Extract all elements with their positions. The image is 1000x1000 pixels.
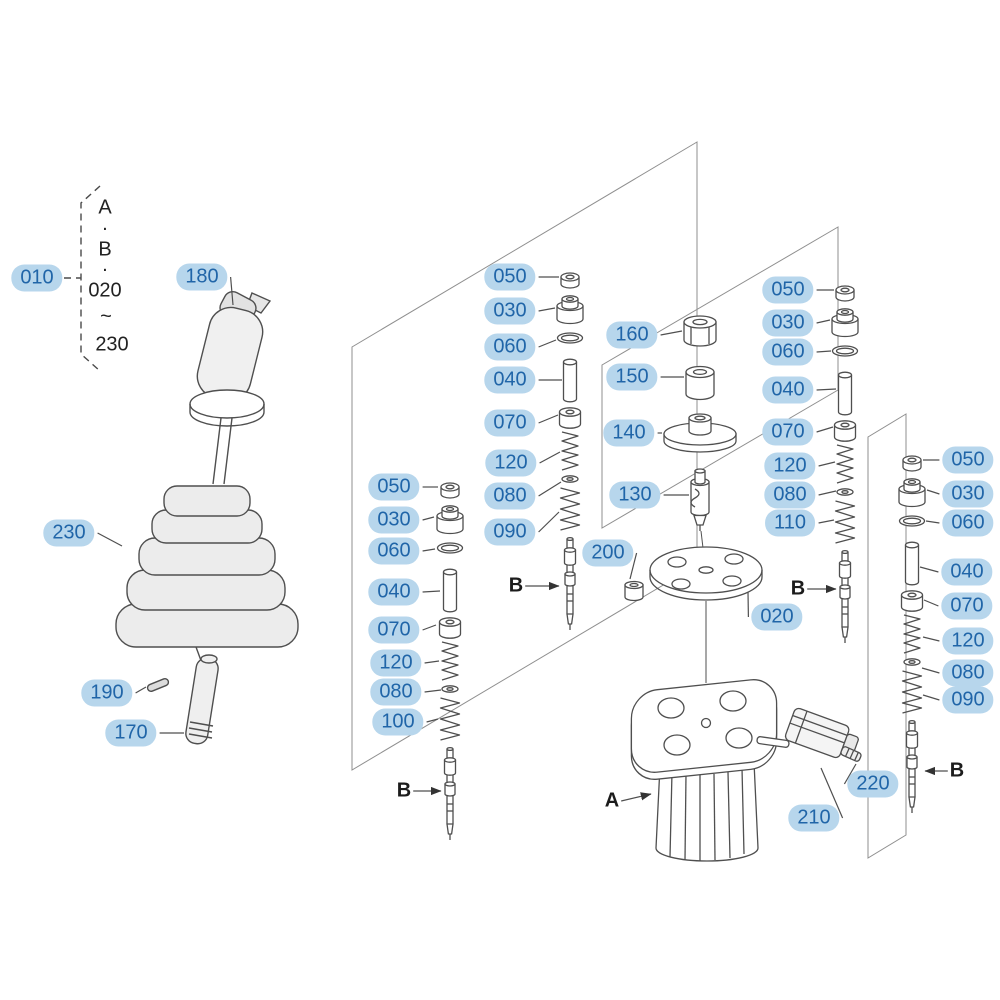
part-label-040-15[interactable]: 040: [368, 578, 420, 606]
part-label-180-8[interactable]: 180: [176, 263, 228, 291]
part-label-110-41[interactable]: 110: [765, 509, 815, 537]
part-label-130-31[interactable]: 130: [609, 481, 661, 509]
round-nut: [685, 365, 715, 401]
part-label-070-48[interactable]: 070: [941, 592, 993, 620]
control-lever: [185, 654, 219, 745]
part-label-080-26[interactable]: 080: [484, 482, 536, 510]
part-label-060-22[interactable]: 060: [484, 333, 536, 361]
rubber-boot: [115, 485, 299, 648]
spool: [690, 468, 710, 549]
part-label-140-30[interactable]: 140: [603, 419, 655, 447]
part-label-200-32[interactable]: 200: [582, 539, 634, 567]
range-bracket: [64, 185, 101, 372]
joystick-assembly: [115, 291, 299, 745]
part-label-070-24[interactable]: 070: [484, 409, 536, 437]
part-label-030-35[interactable]: 030: [762, 309, 814, 337]
part-label-060-46[interactable]: 060: [942, 509, 994, 537]
part-label-070-38[interactable]: 070: [762, 418, 814, 446]
part-label-030-45[interactable]: 030: [942, 480, 994, 508]
bracket-item-230-7: 230: [95, 333, 129, 356]
part-label-050-34[interactable]: 050: [762, 276, 814, 304]
part-label-100-19[interactable]: 100: [372, 708, 424, 736]
part-label-050-12[interactable]: 050: [368, 473, 420, 501]
part-label-120-17[interactable]: 120: [370, 649, 422, 677]
center-stack: [624, 315, 763, 683]
part-label-070-16[interactable]: 070: [368, 616, 420, 644]
set-screw: [840, 746, 862, 762]
bracket-item-A-1: A: [98, 196, 112, 219]
port-plate: [649, 546, 763, 601]
part-label-050-44[interactable]: 050: [942, 446, 994, 474]
part-label-160-28[interactable]: 160: [606, 321, 658, 349]
part-label-040-23[interactable]: 040: [484, 366, 536, 394]
connector-rod: [756, 736, 790, 748]
flanged-seat: [663, 413, 737, 453]
bracket-item-·-2: ·: [101, 217, 109, 240]
position-marker-A-56: A: [604, 789, 620, 812]
position-marker-B-53: B: [508, 574, 524, 597]
position-marker-B-54: B: [790, 577, 806, 600]
part-label-120-25[interactable]: 120: [485, 449, 537, 477]
valve-body-cylinder: [655, 761, 759, 862]
part-label-120-39[interactable]: 120: [764, 452, 816, 480]
part-label-080-40[interactable]: 080: [764, 481, 816, 509]
part-label-220-43[interactable]: 220: [847, 770, 899, 798]
part-label-090-51[interactable]: 090: [942, 686, 994, 714]
part-label-190-10[interactable]: 190: [81, 679, 133, 707]
position-marker-B-55: B: [949, 759, 965, 782]
part-label-050-20[interactable]: 050: [484, 263, 536, 291]
bracket-item-~-6: ~: [100, 305, 112, 328]
connector-group: [756, 707, 862, 762]
hex-nut: [683, 315, 717, 347]
position-marker-B-52: B: [396, 779, 412, 802]
part-label-230-9[interactable]: 230: [43, 519, 95, 547]
part-label-040-47[interactable]: 040: [941, 558, 993, 586]
part-label-080-18[interactable]: 080: [370, 678, 422, 706]
grommet: [624, 580, 644, 602]
part-label-080-50[interactable]: 080: [942, 659, 994, 687]
part-label-020-33[interactable]: 020: [751, 603, 803, 631]
part-label-060-36[interactable]: 060: [762, 338, 814, 366]
part-label-170-11[interactable]: 170: [105, 719, 157, 747]
valve-body: [630, 679, 778, 862]
part-label-150-29[interactable]: 150: [606, 363, 658, 391]
part-label-210-42[interactable]: 210: [788, 804, 840, 832]
bracket-item-·-4: ·: [101, 258, 109, 281]
bracket-item-020-5: 020: [88, 279, 122, 302]
part-label-030-21[interactable]: 030: [484, 297, 536, 325]
roll-pin: [146, 677, 170, 693]
part-label-060-14[interactable]: 060: [368, 537, 420, 565]
part-label-120-49[interactable]: 120: [942, 627, 994, 655]
part-label-040-37[interactable]: 040: [762, 376, 814, 404]
bracket-item-B-3: B: [98, 238, 112, 261]
part-label-030-13[interactable]: 030: [368, 506, 420, 534]
part-label-010-0[interactable]: 010: [11, 264, 63, 292]
part-label-090-27[interactable]: 090: [484, 518, 536, 546]
projection-plane-right: [867, 413, 907, 859]
